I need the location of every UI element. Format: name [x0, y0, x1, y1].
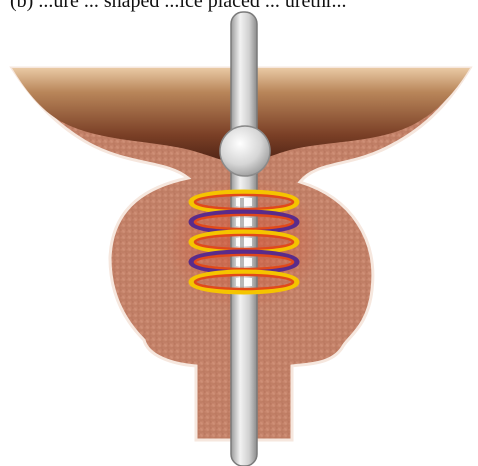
balloon	[220, 126, 270, 176]
